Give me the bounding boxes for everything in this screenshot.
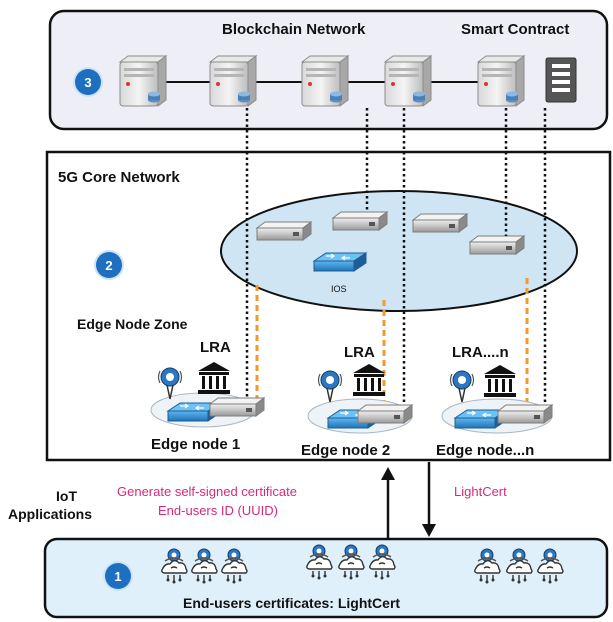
step-1-badge: 1: [105, 563, 131, 589]
enduser-caption: End-users certificates: LightCert: [183, 595, 401, 611]
blockchain-title: Blockchain Network: [222, 21, 366, 38]
core-cloud-ellipse: [220, 190, 578, 312]
enduser-panel: [43, 537, 609, 619]
download-flow-label: LightCert: [454, 484, 507, 499]
edge-server-icon: [209, 397, 265, 417]
core-server-icon: [256, 221, 312, 241]
edge-node-n-icons: [441, 365, 553, 434]
blockchain-server-icon: [477, 55, 525, 107]
download-arrow: [422, 462, 436, 537]
upload-flow-line1: Generate self-signed certificate: [117, 484, 297, 499]
edge-zone-label: Edge Node Zone: [77, 316, 188, 332]
core-switch-icon: [313, 252, 367, 272]
blockchain-edge-links: [245, 108, 547, 410]
edge-node-2-label: Edge node 2: [301, 442, 391, 459]
edge-server-icon: [497, 404, 553, 424]
edge-server-icon: [357, 404, 413, 424]
core-server-icon: [412, 213, 468, 233]
step-3-badge: 3: [75, 69, 101, 95]
edge-node-1-label: Edge node 1: [151, 436, 241, 453]
edge-node-n-label: Edge node...n: [436, 442, 535, 459]
edge-node-1-icons: [150, 362, 265, 428]
smart-contract-icon: [545, 57, 577, 103]
switch-label: IOS: [331, 284, 347, 294]
iot-label-line1: IoT: [56, 488, 77, 504]
smart-contract-label: Smart Contract: [461, 21, 570, 38]
upload-flow-line2: End-users ID (UUID): [158, 503, 278, 518]
core-network-title: 5G Core Network: [58, 169, 180, 186]
edge-node-2-icons: [307, 364, 413, 434]
blockchain-server-icon: [301, 55, 349, 107]
edge-node-n-lra: LRA....n: [452, 344, 509, 361]
blockchain-server-icon: [384, 55, 432, 107]
iot-label-line2: Applications: [8, 506, 93, 522]
upload-arrow: [381, 467, 395, 540]
core-server-icon: [469, 235, 525, 255]
core-server-icon: [332, 211, 388, 231]
core-edge-links: [255, 278, 529, 410]
edge-node-2-lra: LRA: [344, 344, 375, 361]
blockchain-server-icon: [119, 55, 167, 107]
edge-node-1-lra: LRA: [200, 339, 231, 356]
step-2-badge: 2: [96, 252, 122, 278]
blockchain-server-icon: [209, 55, 257, 107]
